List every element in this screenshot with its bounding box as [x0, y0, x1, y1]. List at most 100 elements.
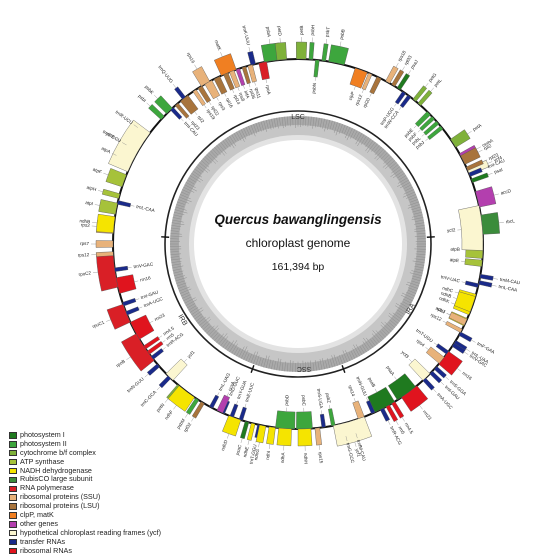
gene-leader — [422, 134, 425, 137]
gene-leader — [173, 84, 176, 88]
gene-leader — [451, 303, 455, 304]
gene-label: rps7 — [436, 306, 447, 314]
gene-leader — [443, 321, 447, 323]
legend-swatch — [9, 521, 17, 528]
gene-leader — [232, 89, 234, 93]
gene-block — [459, 332, 472, 342]
gene-block — [117, 200, 131, 207]
gene-leader — [238, 87, 239, 91]
gene-label: rpoB — [115, 359, 126, 369]
gene-label: rps16 — [186, 52, 196, 65]
gene-leader — [433, 389, 436, 393]
legend-swatch — [9, 512, 17, 519]
gene-block — [296, 411, 312, 429]
gene-leader — [98, 190, 103, 191]
gene-leader — [396, 421, 398, 425]
gene-label: petA — [472, 122, 483, 132]
gene-label: trnS-UGA — [316, 388, 324, 409]
gene-label: trnC-GCA — [140, 389, 158, 408]
gene-label: ycf3 — [400, 350, 410, 360]
gene-leader — [340, 42, 341, 47]
gene-block — [209, 395, 218, 408]
gene-leader — [394, 103, 396, 106]
gene-block — [328, 409, 335, 426]
gene-block — [122, 298, 136, 306]
gene-leader — [414, 125, 417, 128]
gene-leader — [217, 97, 219, 100]
gene-block — [353, 401, 365, 419]
gene-leader — [408, 70, 411, 74]
gene-label: ndhF — [164, 409, 174, 421]
gene-leader — [402, 67, 405, 71]
gene-leader — [188, 117, 191, 120]
gene-label: psbH — [310, 25, 316, 36]
gene-block — [116, 275, 136, 294]
legend-swatch — [9, 432, 17, 439]
gene-leader — [269, 39, 270, 44]
gene-label: trnL-CAA — [498, 284, 518, 293]
gene-leader — [220, 52, 222, 57]
gene-block — [239, 407, 247, 421]
gene-label: ndhD — [220, 439, 229, 452]
gene-block — [266, 427, 275, 445]
gene-leader — [204, 105, 206, 108]
gene-label: rps12 — [78, 252, 90, 258]
gene-label: atpA — [101, 146, 113, 155]
gene-leader — [93, 272, 98, 273]
gene-block — [275, 411, 295, 429]
gene-leader — [173, 405, 176, 409]
gene-block — [314, 60, 319, 77]
gene-leader — [269, 444, 270, 449]
gene-label: psbC — [301, 395, 306, 407]
gene-label: psaI — [493, 167, 503, 175]
gene-leader — [181, 118, 184, 121]
gene-label: rrn23 — [154, 312, 166, 322]
gene-leader — [162, 347, 165, 349]
gene-label: rpl20 — [362, 97, 371, 109]
gene-label: rbcL — [506, 218, 516, 224]
gene-leader — [409, 359, 412, 362]
gene-label: psbK — [144, 84, 156, 96]
gene-label: atpI — [85, 200, 93, 206]
legend-swatch — [9, 503, 17, 510]
gene-block — [275, 42, 287, 60]
gene-block — [309, 42, 314, 59]
gene-label: ndhE — [242, 446, 249, 458]
legend-swatch — [9, 468, 17, 475]
gene-label: rpoA — [265, 84, 272, 95]
gene-leader — [184, 359, 187, 362]
gene-block — [475, 187, 496, 207]
gene-leader — [248, 440, 249, 445]
gene-leader — [195, 112, 197, 115]
legend-swatch — [9, 441, 17, 448]
gene-block — [108, 120, 150, 172]
gene-leader — [431, 88, 434, 92]
gene-block — [333, 417, 372, 447]
gene-label: rps7 — [80, 241, 89, 246]
gene-leader — [157, 386, 160, 390]
gene-leader — [396, 63, 398, 67]
gene-block — [240, 421, 249, 438]
legend-item: transfer RNAs — [9, 538, 161, 547]
legend-swatch — [9, 450, 17, 457]
gene-label: ndhH — [303, 453, 308, 464]
gene-leader — [165, 399, 168, 403]
gene-leader — [154, 95, 157, 99]
gene-leader — [355, 442, 356, 447]
gene-leader — [106, 320, 111, 322]
gene-leader — [139, 307, 143, 308]
gene-leader — [370, 93, 372, 97]
gene-label: petD — [277, 26, 283, 37]
gene-label: psbD — [284, 394, 290, 406]
gene-leader — [130, 205, 134, 206]
gene-leader — [241, 438, 242, 443]
gene-leader — [162, 340, 165, 342]
gene-leader — [354, 398, 355, 402]
gene-label: trnN-GUU — [126, 376, 145, 393]
gene-leader — [195, 65, 198, 69]
gene-block — [248, 51, 256, 65]
gene-label: psaC — [235, 443, 243, 455]
gene-label: trnG-GCC — [345, 442, 355, 464]
gene-label: petB — [299, 26, 304, 36]
gene-label: matK — [214, 39, 223, 52]
